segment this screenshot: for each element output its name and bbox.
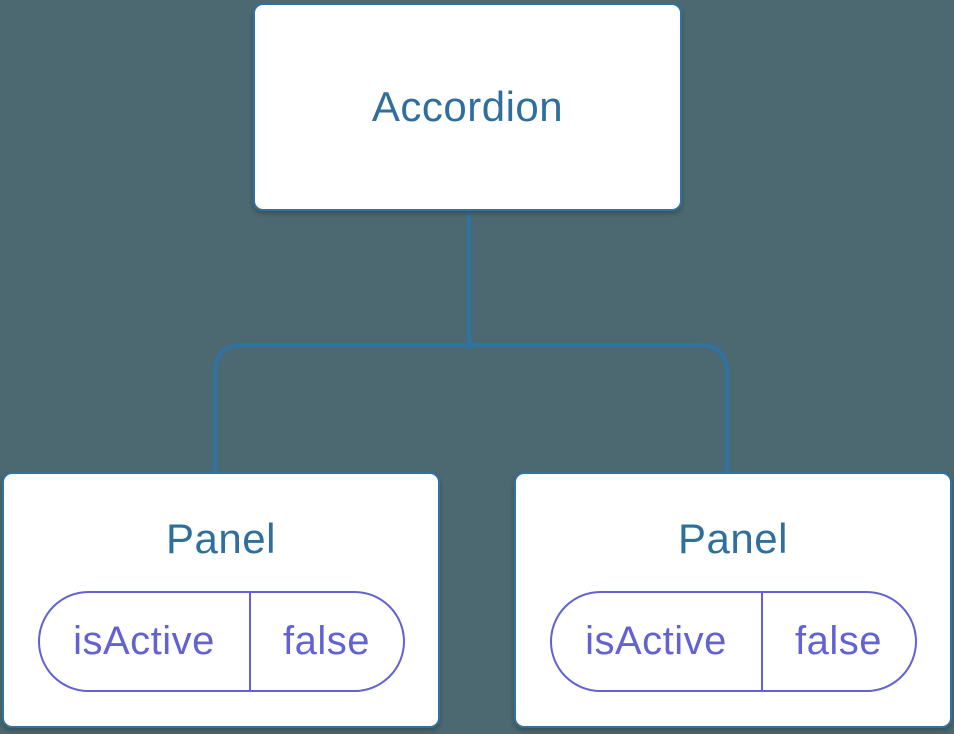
connector-branch: [213, 343, 729, 473]
state-value: false: [283, 619, 370, 663]
panel-node-2: Panel isActive false: [514, 472, 952, 728]
state-name: isActive: [552, 593, 763, 690]
state-value: false: [795, 619, 882, 663]
panel-node-1-label: Panel: [166, 515, 276, 562]
state-pill-2: isActive false: [549, 591, 917, 692]
panel-node-1: Panel isActive false: [2, 472, 440, 728]
accordion-node-label: Accordion: [371, 83, 564, 130]
state-name: isActive: [40, 593, 251, 690]
panel-node-2-label: Panel: [678, 515, 788, 562]
accordion-node: Accordion: [253, 3, 682, 211]
state-pill-1: isActive false: [37, 591, 405, 692]
